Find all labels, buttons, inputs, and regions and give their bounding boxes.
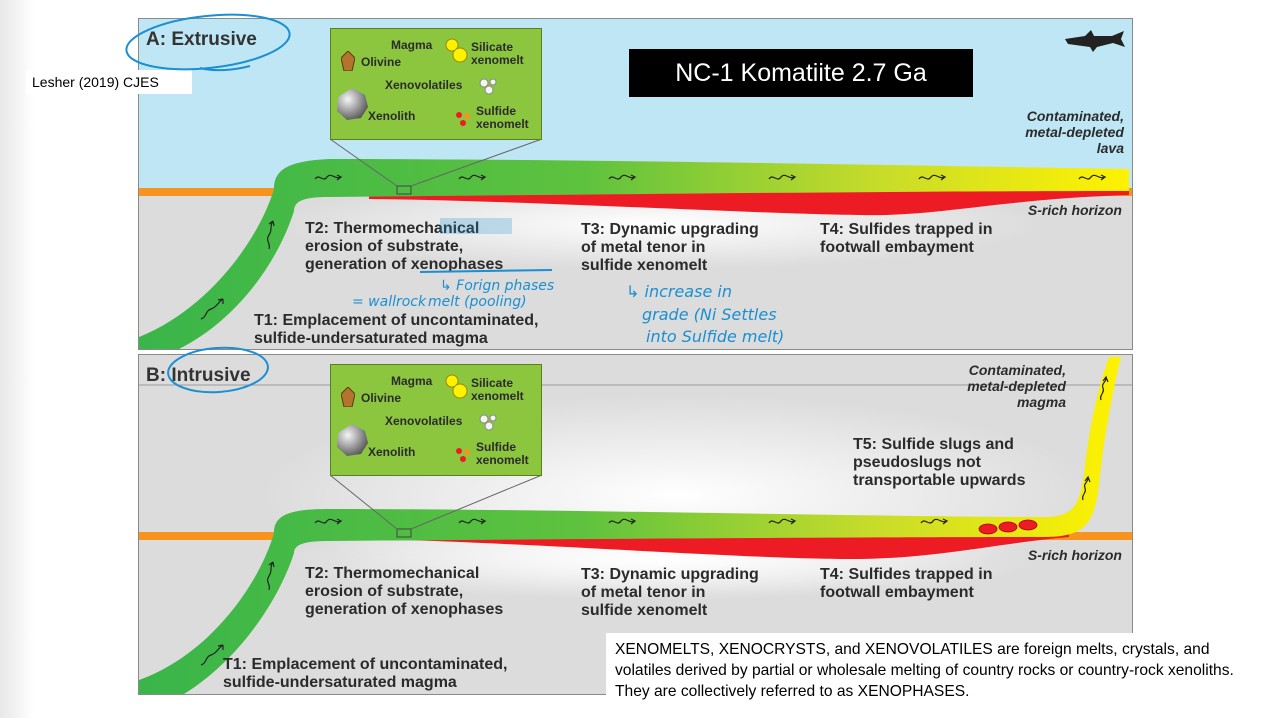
t3-line-1: T3: Dynamic upgrading [581, 221, 759, 238]
inset-source-box [396, 185, 412, 195]
t5-line-2: pseudoslugs not [853, 454, 981, 471]
t4-label: T4: Sulfides trapped in footwall embayme… [820, 221, 992, 257]
contaminated-magma-label: Contaminated, metal-depleted magma [967, 362, 1066, 410]
t3-label: T3: Dynamic upgrading of metal tenor in … [581, 566, 759, 620]
sky-layer [139, 19, 1132, 189]
t2-line-3: generation of xenophases [305, 256, 504, 273]
sulfide-xenomelt-label-1: Sulfide [476, 440, 517, 454]
t1-label: T1: Emplacement of uncontaminated, sulfi… [223, 656, 507, 692]
panel-extrusive-graphic [139, 19, 1132, 349]
inset-connector-left [329, 138, 398, 187]
magma-label: Magma [391, 38, 433, 52]
silicate-xenomelt-label-2: xenomelt [471, 53, 524, 67]
contaminated-line-3: lava [1096, 140, 1124, 156]
t4-line-1: T4: Sulfides trapped in [820, 221, 993, 238]
inset-legend-b: Magma Olivine Silicate xenomelt Xenovola… [330, 364, 542, 476]
t3-line-2: of metal tenor in [581, 584, 706, 601]
olivine-icon [341, 51, 355, 71]
magma-label: Magma [391, 374, 433, 388]
t3-line-1: T3: Dynamic upgrading [581, 566, 759, 583]
xenovolatiles-label: Xenovolatiles [385, 78, 463, 92]
olivine-label: Olivine [361, 391, 402, 405]
inset-connector-right [410, 474, 543, 530]
t1-line-1: T1: Emplacement of uncontaminated, [254, 312, 539, 329]
t5-line-1: T5: Sulfide slugs and [853, 436, 1014, 453]
title-box: NC-1 Komatiite 2.7 Ga [629, 49, 973, 97]
t4-line-1: T4: Sulfides trapped in [820, 566, 993, 583]
t1-line-2: sulfide-undersaturated magma [223, 674, 457, 691]
t5-label: T5: Sulfide slugs and pseudoslugs not tr… [853, 436, 1025, 490]
flow-arrows [200, 375, 1109, 666]
slide-edge-shadow [0, 0, 34, 718]
t2-line-1: T2: Thermomechanical [305, 565, 480, 582]
panel-extrusive: A: Extrusive Magma Olivine Silicate xeno… [138, 18, 1133, 350]
sulfide-xenomelt-label-2: xenomelt [476, 117, 529, 131]
silicate-xenomelt-label-1: Silicate [471, 40, 514, 54]
panel-a-title: A: Extrusive [146, 29, 257, 50]
flow-arrows [200, 174, 1107, 320]
t1-line-1: T1: Emplacement of uncontaminated, [223, 656, 508, 673]
olivine-icon [341, 387, 355, 407]
sulfide-xenomelt-icon [456, 448, 470, 462]
inset-connector-left [329, 474, 398, 530]
contaminated-lava-label: Contaminated, metal-depleted lava [1025, 108, 1124, 156]
xenovolatiles-label: Xenovolatiles [385, 414, 463, 428]
t3-line-3: sulfide xenomelt [581, 602, 708, 619]
t2-label: T2: Thermomechanical erosion of substrat… [305, 220, 503, 274]
sulfide-xenomelt-label-1: Sulfide [476, 104, 517, 118]
xenolith-label: Xenolith [368, 109, 416, 123]
t2-line-1: T2: Thermomechanical [305, 220, 480, 237]
t3-label: T3: Dynamic upgrading of metal tenor in … [581, 221, 759, 275]
contaminated-line-1: Contaminated, [1026, 108, 1124, 124]
intrusive-sill [139, 357, 1121, 694]
lava-flow [139, 159, 1129, 349]
xenophases-note: XENOMELTS, XENOCRYSTS, and XENOVOLATILES… [606, 633, 1262, 713]
t4-line-2: footwall embayment [820, 584, 974, 601]
sulfide-xenomelt-label-2: xenomelt [476, 453, 529, 467]
xenolith-label: Xenolith [368, 445, 416, 459]
xenolith-icon [337, 424, 368, 456]
t1-label: T1: Emplacement of uncontaminated, sulfi… [254, 312, 538, 348]
t3-line-3: sulfide xenomelt [581, 257, 708, 274]
t2-label: T2: Thermomechanical erosion of substrat… [305, 565, 503, 619]
contaminated-line-3: magma [1016, 394, 1066, 410]
t5-line-3: transportable upwards [853, 472, 1026, 489]
shark-icon [1065, 30, 1125, 52]
t4-line-2: footwall embayment [820, 239, 974, 256]
panel-b-title: B: Intrusive [146, 365, 251, 386]
t2-line-2: erosion of substrate, [305, 238, 464, 255]
t2-line-2: erosion of substrate, [305, 583, 464, 600]
silicate-xenomelt-icon [445, 374, 468, 399]
s-rich-horizon-label: S-rich horizon [1027, 547, 1122, 563]
sulfide-slugs [978, 519, 1038, 535]
contaminated-line-2: metal-depleted [967, 378, 1066, 394]
xenovolatiles-icon [479, 414, 497, 431]
t1-line-2: sulfide-undersaturated magma [254, 330, 488, 347]
inset-legend-a: Magma Olivine Silicate xenomelt Xenovola… [330, 28, 542, 140]
sulfide-pool [369, 189, 1129, 216]
inset-connector-right [410, 138, 543, 187]
xenolith-icon [337, 88, 368, 120]
contaminated-line-1: Contaminated, [968, 362, 1066, 378]
sulfide-pool [369, 533, 1069, 560]
inset-source-box [396, 528, 412, 538]
silicate-xenomelt-label-2: xenomelt [471, 389, 524, 403]
s-rich-horizon-label: S-rich horizon [1027, 202, 1122, 218]
t3-line-2: of metal tenor in [581, 239, 706, 256]
olivine-label: Olivine [361, 55, 402, 69]
silicate-xenomelt-icon [445, 38, 468, 63]
t2-line-3: generation of xenophases [305, 601, 504, 618]
sulfide-xenomelt-icon [456, 112, 470, 126]
t4-label: T4: Sulfides trapped in footwall embayme… [820, 566, 992, 602]
citation-label: Lesher (2019) CJES [26, 70, 192, 94]
silicate-xenomelt-label-1: Silicate [471, 376, 514, 390]
contaminated-line-2: metal-depleted [1025, 124, 1124, 140]
xenovolatiles-icon [479, 78, 497, 95]
